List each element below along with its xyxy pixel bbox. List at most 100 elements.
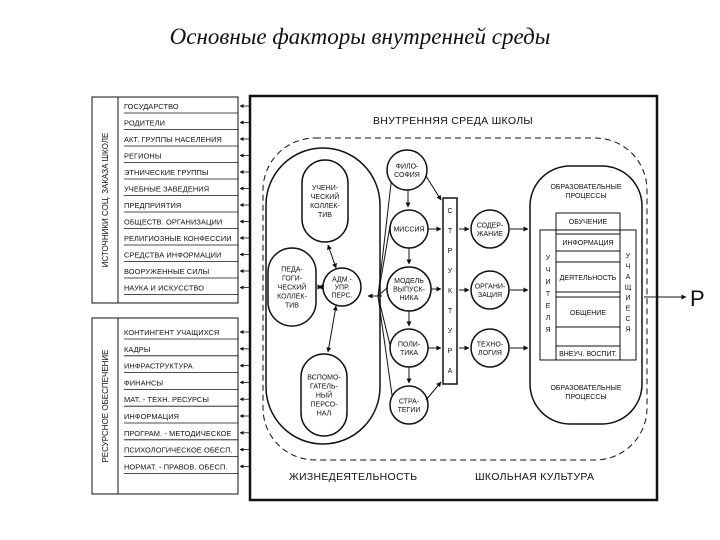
result-label: Р xyxy=(690,286,705,311)
middle-node-label: СОФИЯ xyxy=(394,172,420,179)
list-item: ВООРУЖЕННЫЕ СИЛЫ xyxy=(124,267,209,276)
list-item: АКТ. ГРУППЫ НАСЕЛЕНИЯ xyxy=(124,135,222,144)
processes-top-label: ПРОЦЕССЫ xyxy=(565,193,606,200)
inner-environment-frame xyxy=(248,94,659,502)
list-item: КОНТИНГЕНТ УЧАЩИХСЯ xyxy=(124,328,219,337)
dashed-culture-frame xyxy=(262,137,648,461)
list-item: ПРЕДПРИЯТИЯ xyxy=(124,201,181,210)
right-node-label: СОДЕР- xyxy=(477,222,504,229)
organization-node xyxy=(470,270,510,310)
process-extracurricular xyxy=(555,345,621,361)
structure-letter: Р xyxy=(448,248,453,255)
list-item: ИНФОРМАЦИЯ xyxy=(124,412,179,421)
content-node xyxy=(470,209,510,249)
process-activity xyxy=(555,261,621,293)
structure-letter: Т xyxy=(448,308,453,315)
teachers-column-letter: Я xyxy=(545,327,550,334)
admin-staff-label: УПР. xyxy=(335,285,350,292)
middle-node-label: ФИЛО- xyxy=(396,163,419,170)
teachers-collective-label: ГОГИ- xyxy=(282,276,303,283)
students-column-letter: Е xyxy=(626,306,631,313)
students-collective-label: КОЛЛЕК- xyxy=(310,203,340,210)
process-item-label: ВНЕУЧ. ВОСПИТ. xyxy=(559,351,617,358)
list-item: ИНФРАСТРУКТУРА xyxy=(124,362,193,371)
teachers-column-letter: Е xyxy=(546,303,551,310)
teachers-column-letter: Ч xyxy=(546,267,551,274)
processes-top-label: ОБРАЗОВАТЕЛЬНЫЕ xyxy=(550,184,621,191)
sources-group-frame xyxy=(91,96,239,304)
bottom-right-label: ШКОЛЬНАЯ КУЛЬТУРА xyxy=(475,471,594,483)
admin-staff-label: АДМ.- xyxy=(332,277,352,284)
page-title: Основные факторы внутренней среды xyxy=(169,24,551,49)
right-node-label: ЖАНИЕ xyxy=(477,231,503,238)
list-item: ЭТНИЧЕСКИЕ ГРУППЫ xyxy=(124,168,209,177)
support-staff-label: НЫЙ xyxy=(316,391,332,400)
bottom-left-label: ЖИЗНЕДЕЯТЕЛЬНОСТЬ xyxy=(289,471,417,483)
students-column-letter: А xyxy=(626,274,631,281)
middle-node-label: СТРА- xyxy=(399,398,420,405)
right-node-label: ТЕХНО- xyxy=(477,341,504,348)
structure-letter: С xyxy=(447,208,452,215)
list-item: РЕЛИГИОЗНЫЕ КОНФЕССИИ xyxy=(124,234,232,243)
list-item: РОДИТЕЛИ xyxy=(124,119,165,128)
middle-node-label: ТИКА xyxy=(400,350,418,357)
middle-node-label: ПОЛИ- xyxy=(398,341,421,348)
resources-group-label: РЕСУРСНОЕ ОБЕСПЕЧЕНИЕ xyxy=(101,349,110,462)
list-item: НОРМАТ. - ПРАВОВ. ОБЕСП. xyxy=(124,462,228,471)
structure-bar xyxy=(442,197,458,385)
support-staff-node xyxy=(300,353,348,437)
teachers-column-letter: У xyxy=(546,255,551,262)
process-item-label: ДЕЯТЕЛЬНОСТЬ xyxy=(560,275,617,282)
list-item: РЕГИОНЫ xyxy=(124,152,162,161)
admin-staff-node xyxy=(322,267,362,307)
structure-letter: А xyxy=(448,368,453,375)
list-item: НАУКА И ИСКУССТВО xyxy=(124,284,204,293)
teachers-collective-label: ТИВ xyxy=(285,303,299,310)
students-column-letter: И xyxy=(625,295,630,302)
students-column xyxy=(619,229,637,361)
list-item: СРЕДСТВА ИНФОРМАЦИИ xyxy=(124,251,221,260)
right-node-label: ЗАЦИЯ xyxy=(478,292,502,299)
list-item: ПСИХОЛОГИЧЕСКОЕ ОБЕСП. xyxy=(124,446,233,455)
students-column-letter: Ч xyxy=(626,264,631,271)
teachers-collective-node xyxy=(267,247,317,327)
inner-env-title: ВНУТРЕННЯЯ СРЕДА ШКОЛЫ xyxy=(373,115,533,127)
list-item: МАТ. - ТЕХН. РЕСУРСЫ xyxy=(124,395,209,404)
processes-bottom-label: ОБРАЗОВАТЕЛЬНЫЕ xyxy=(550,385,621,392)
strategies-node xyxy=(389,385,429,425)
teachers-column xyxy=(539,229,557,361)
students-collective-label: УЧЕНИ- xyxy=(312,185,339,192)
list-item: ПРОГРАМ. - МЕТОДИЧЕСКОЕ xyxy=(124,429,232,438)
admin-staff-label: ПЕРС. xyxy=(331,293,352,300)
list-item: УЧЕБНЫЕ ЗАВЕДЕНИЯ xyxy=(124,185,209,194)
list-item: КАДРЫ xyxy=(124,345,150,354)
middle-node-label: МОДЕЛЬ xyxy=(394,278,424,285)
students-collective-label: ТИВ xyxy=(318,212,332,219)
structure-letter: Р xyxy=(448,348,453,355)
support-staff-label: НАЛ xyxy=(317,411,332,418)
process-item-label: ОБЩЕНИЕ xyxy=(570,310,606,317)
list-item: ФИНАНСЫ xyxy=(124,378,163,387)
processes-capsule xyxy=(529,165,643,425)
process-item-label: ОБУЧЕНИЕ xyxy=(569,219,608,226)
students-collective-node xyxy=(301,159,349,243)
students-collective-label: ЧЕСКИЙ xyxy=(311,192,340,201)
students-column-letter: С xyxy=(625,316,630,323)
technology-node xyxy=(470,328,510,368)
teachers-column-letter: Л xyxy=(546,315,551,322)
middle-node-label: НИКА xyxy=(400,295,419,302)
list-item: ОБЩЕСТВ. ОРГАНИЗАЦИИ xyxy=(124,218,222,227)
structure-letter: Т xyxy=(448,228,453,235)
right-node-label: ЛОГИЯ xyxy=(478,350,502,357)
list-item: ГОСУДАРСТВО xyxy=(124,102,179,111)
middle-node-label: ТЕГИИ xyxy=(398,407,421,414)
students-column-letter: Щ xyxy=(625,285,632,292)
structure-letter: К xyxy=(448,288,453,295)
support-staff-label: ГАТЕЛЬ- xyxy=(310,384,339,391)
middle-node-label: ВЫПУСК- xyxy=(393,287,425,294)
processes-bottom-label: ПРОЦЕССЫ xyxy=(565,394,606,401)
process-item-label: ИНФОРМАЦИЯ xyxy=(562,240,613,247)
sources-list: ГОСУДАРСТВО РОДИТЕЛИ АКТ. ГРУППЫ НАСЕЛЕНИЯ… xyxy=(124,102,249,295)
middle-node-label: МИССИЯ xyxy=(393,227,424,234)
structure-letter: У xyxy=(448,328,453,335)
